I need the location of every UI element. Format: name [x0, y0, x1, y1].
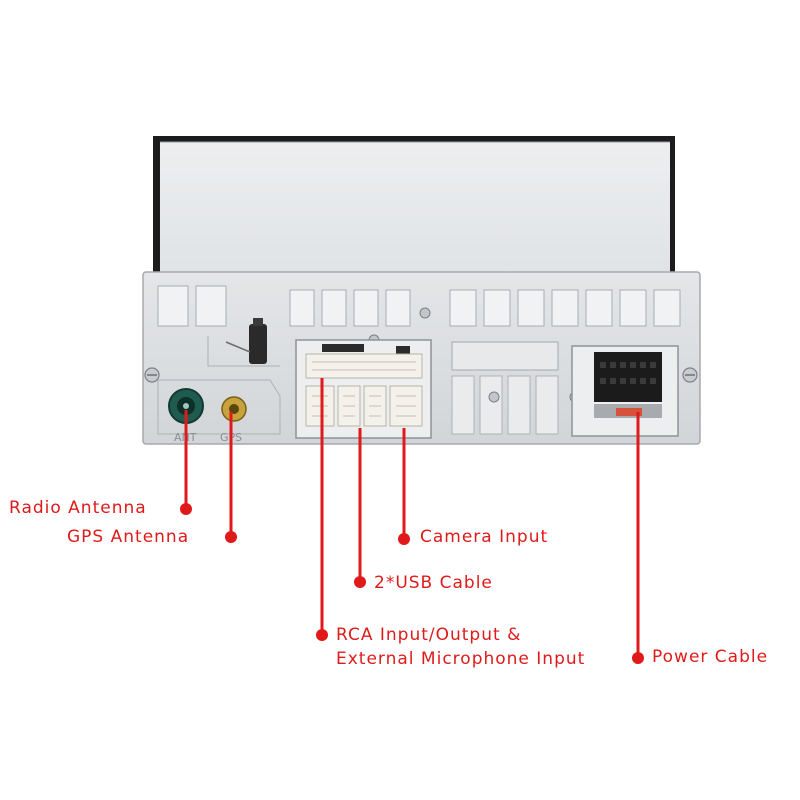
connector-block	[295, 339, 432, 439]
camera-dot	[398, 533, 410, 545]
gps-antenna-dot	[225, 531, 237, 543]
power-dot	[632, 652, 644, 664]
radio-antenna-label: Radio Antenna	[9, 498, 147, 518]
screen-panel	[153, 136, 675, 286]
gps-antenna-label: GPS Antenna	[67, 527, 190, 547]
usb-dot	[354, 576, 366, 588]
gps-antenna-port	[221, 396, 247, 422]
rear-antenna-post	[225, 318, 267, 364]
rca-dot	[316, 629, 328, 641]
rca-label-line2: External Microphone Input	[336, 649, 586, 669]
power-cable-label: Power Cable	[652, 647, 769, 667]
usb-cable-label: 2*USB Cable	[374, 573, 493, 593]
radio-antenna-dot	[180, 503, 192, 515]
vent-slots	[157, 285, 681, 327]
power-connector	[571, 345, 679, 437]
camera-input-label: Camera Input	[420, 527, 549, 547]
radio-antenna-port	[168, 388, 204, 424]
callout-lines	[184, 378, 640, 658]
rca-label-line1: RCA Input/Output &	[336, 625, 522, 645]
mount-screw-left	[144, 367, 160, 383]
mount-screw-right	[682, 367, 698, 383]
